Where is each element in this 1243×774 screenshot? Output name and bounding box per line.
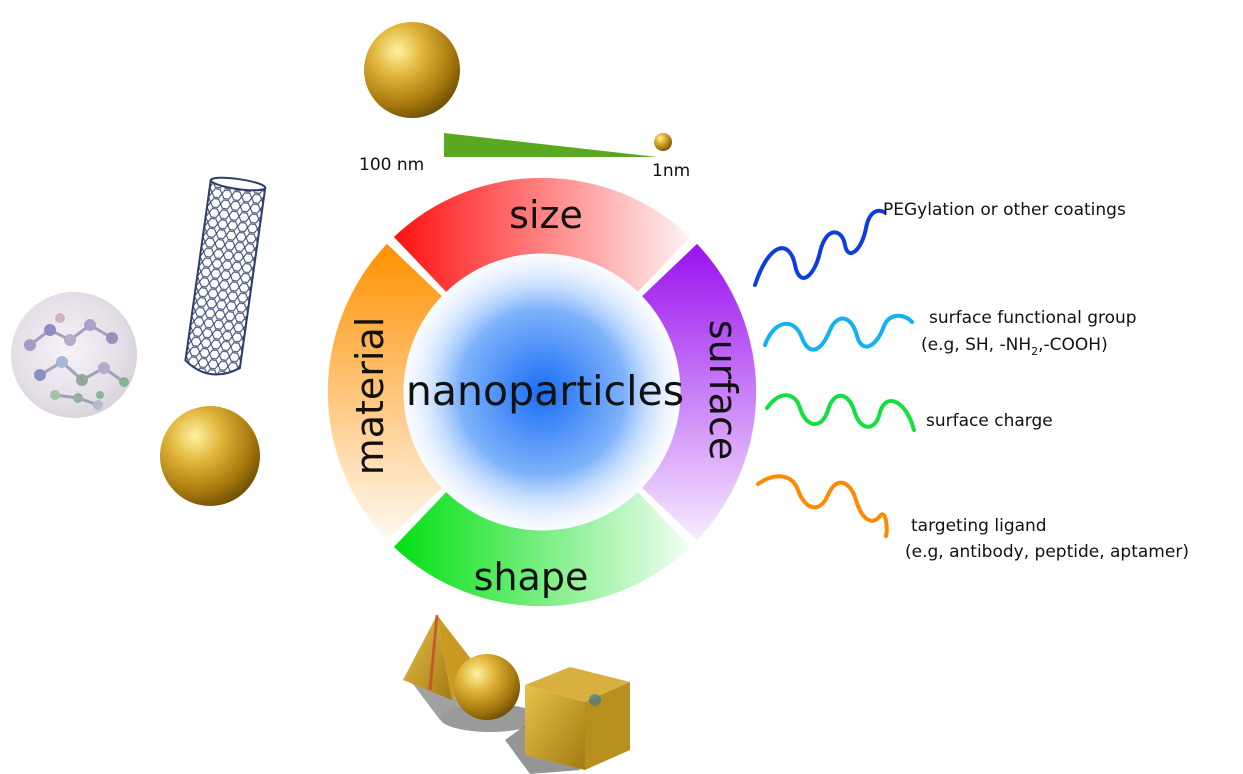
size-scale: 100 nm 1nm bbox=[359, 22, 690, 181]
segment-size bbox=[393, 177, 691, 292]
segment-material-label: material bbox=[348, 317, 392, 476]
wave-functional-group-icon bbox=[763, 313, 914, 352]
segment-material bbox=[327, 243, 442, 541]
size-small-label: 1nm bbox=[652, 161, 690, 181]
property-ring: size shape surface material bbox=[327, 177, 757, 607]
targeting-ligand-sub: (e.g, antibody, peptide, aptamer) bbox=[905, 542, 1189, 562]
size-wedge bbox=[444, 133, 657, 157]
segment-shape-label: shape bbox=[474, 555, 589, 599]
gold-sphere-small-icon bbox=[654, 133, 672, 151]
segment-shape bbox=[393, 492, 691, 607]
size-large-label: 100 nm bbox=[359, 155, 424, 175]
segment-surface bbox=[642, 243, 757, 541]
targeting-ligand-label: targeting ligand bbox=[911, 516, 1047, 536]
wave-targeting-ligand-icon bbox=[756, 474, 889, 538]
center-label: nanoparticles bbox=[406, 367, 684, 415]
pegylation-label: PEGylation or other coatings bbox=[883, 200, 1126, 220]
nanoparticle-core bbox=[390, 240, 694, 544]
segment-surface-label: surface bbox=[701, 320, 745, 460]
gold-sphere-large-icon bbox=[364, 22, 460, 118]
surface-modifications: PEGylation or other coatings surface fun… bbox=[753, 200, 1189, 562]
gold-sphere-icon bbox=[160, 406, 260, 506]
segment-size-label: size bbox=[509, 193, 583, 237]
functional-group-label: surface functional group bbox=[929, 308, 1137, 328]
wave-surface-charge-icon bbox=[765, 393, 916, 432]
carbon-nanotube-icon bbox=[184, 176, 267, 376]
pyramid-sphere-cube-icon bbox=[403, 614, 630, 774]
wave-pegylation-icon bbox=[753, 208, 886, 287]
surface-charge-label: surface charge bbox=[926, 411, 1053, 431]
material-examples bbox=[11, 176, 267, 506]
functional-group-sub: (e.g, SH, -NH2,-COOH) bbox=[921, 335, 1108, 358]
polymer-nanoparticle-icon bbox=[11, 292, 137, 418]
